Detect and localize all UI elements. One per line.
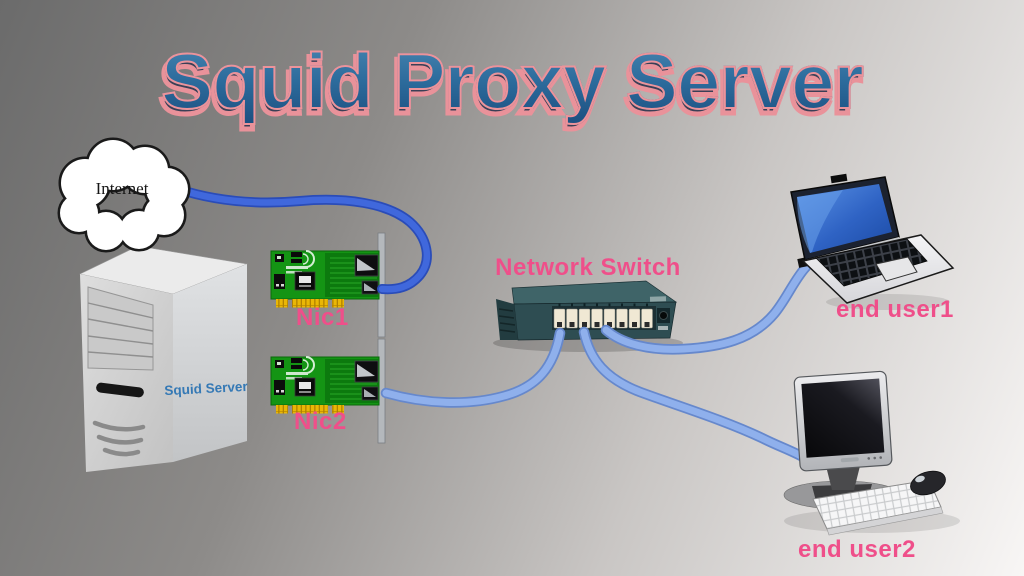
cables: [173, 184, 812, 463]
power-inlet-jack: [659, 311, 668, 320]
webcam: [830, 173, 848, 184]
lan-cable-switch-user1: [602, 263, 810, 353]
internet-cloud: [57, 137, 191, 253]
cloud-fill: [60, 140, 188, 250]
rj45-port: [566, 308, 578, 329]
nic2-card: [270, 338, 386, 444]
power-label: [658, 326, 668, 330]
desktop-user2: [783, 370, 960, 536]
mouse-highlight: [915, 475, 925, 483]
port-number-marks: [558, 303, 648, 307]
rj45-ports: [553, 308, 653, 329]
lan-cable-nic2-switch: [382, 329, 564, 406]
monitor-stand-neck: [826, 466, 860, 490]
drive-bays: [87, 286, 154, 371]
server-tower: [79, 245, 249, 472]
drive-bay-slats: [87, 302, 154, 358]
optical-slot: [96, 382, 144, 398]
monitor-brand-label: [840, 457, 859, 463]
monitor-button: [873, 456, 877, 460]
monitor-screen: [801, 378, 885, 458]
laptop-screen-glare: [797, 190, 843, 253]
monitor-button: [879, 456, 883, 459]
wan-cable: [174, 185, 430, 293]
rj45-port: [591, 308, 603, 329]
vent-lines: [92, 420, 146, 457]
rj45-port: [616, 308, 628, 329]
brand-label: [649, 296, 667, 302]
lan-cable-switch-user2: [580, 328, 807, 461]
keyboard-front-lip: [826, 506, 944, 536]
touchpad: [875, 256, 918, 282]
laptop-user1: [790, 173, 955, 310]
rj45-notches: [557, 322, 650, 327]
rj45-port: [641, 308, 653, 329]
monitor-button: [867, 457, 871, 460]
rj45-port: [628, 308, 641, 329]
nic1-card: [270, 232, 386, 338]
tower-side-face: [173, 264, 247, 462]
network-switch: [493, 280, 683, 352]
laptop-keyboard: [815, 238, 928, 287]
switch-vents: [498, 308, 516, 333]
monitor: [793, 370, 893, 472]
